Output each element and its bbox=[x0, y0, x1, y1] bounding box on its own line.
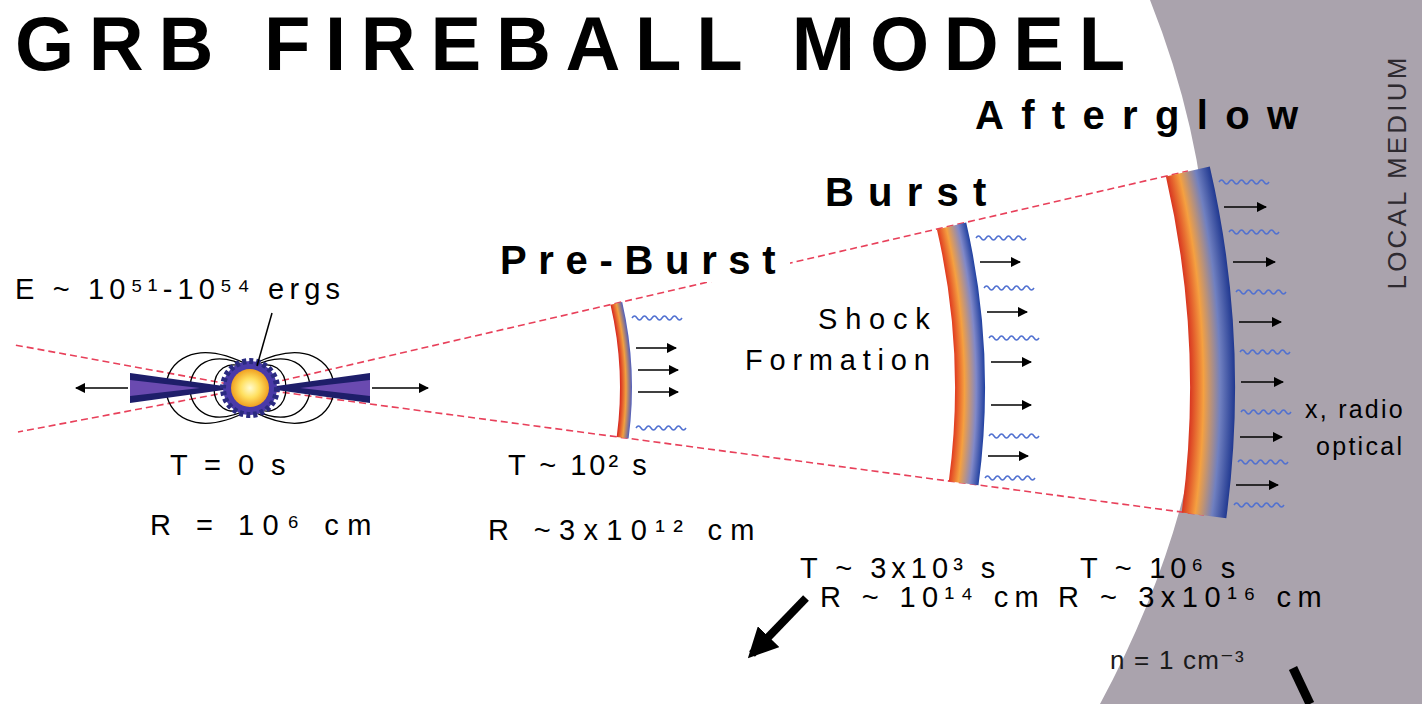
energy-label: E ~ 10⁵¹-10⁵⁴ ergs bbox=[15, 274, 345, 306]
afterglow-shell bbox=[1166, 166, 1235, 518]
motion-arrow bbox=[1236, 484, 1278, 486]
pointer-arrow bbox=[1293, 668, 1310, 704]
phase-label: Pre-Burst bbox=[497, 238, 790, 282]
motion-arrow bbox=[988, 455, 1028, 457]
radius-label: R = 10⁶ cm bbox=[150, 510, 380, 542]
jet-arrow bbox=[372, 387, 428, 389]
time-label: T = 0 s bbox=[170, 450, 290, 482]
cone-lines bbox=[15, 171, 1204, 515]
radius-label: R ~ 10¹⁴ cm bbox=[820, 582, 1045, 614]
pre-burst-shell bbox=[611, 302, 632, 438]
motion-arrow bbox=[980, 261, 1020, 263]
jet bbox=[300, 380, 370, 396]
radius-label: R ~3x10¹² cm bbox=[488, 515, 763, 547]
time-label: T ~ 3x10³ s bbox=[800, 553, 1000, 585]
photon-wave bbox=[632, 316, 686, 430]
time-label: T ~ 10² s bbox=[508, 450, 650, 482]
jet-arrow bbox=[76, 387, 128, 389]
region-label: LOCAL MEDIUM bbox=[1383, 55, 1412, 290]
burst-shell bbox=[937, 223, 985, 486]
cone-line bbox=[250, 171, 1188, 388]
time-label: T ~ 10⁶ s bbox=[1080, 553, 1240, 585]
density-label: n = 1 cm⁻³ bbox=[1110, 646, 1245, 675]
process-label: Shock bbox=[818, 304, 938, 336]
motion-arrow bbox=[1224, 206, 1266, 208]
motion-arrow bbox=[638, 391, 678, 393]
motion-arrow bbox=[987, 311, 1027, 313]
emission-label: optical bbox=[1316, 433, 1404, 461]
cone-line bbox=[250, 388, 1204, 515]
process-label: Formation bbox=[745, 345, 937, 377]
motion-arrow bbox=[636, 347, 676, 349]
motion-arrow bbox=[1240, 436, 1282, 438]
motion-arrow bbox=[638, 369, 678, 371]
motion-arrow bbox=[1241, 381, 1283, 383]
phase-label: Burst bbox=[825, 170, 1000, 214]
central-engine bbox=[231, 369, 269, 407]
diagram-title: GRB FIREBALL MODEL bbox=[15, 2, 1140, 86]
emission-label: x, radio bbox=[1305, 396, 1405, 424]
motion-arrow bbox=[1239, 321, 1281, 323]
central-engine-halo bbox=[223, 361, 277, 415]
photon-wave bbox=[1219, 180, 1291, 507]
pointer-arrow bbox=[752, 598, 806, 654]
radius-label: R ~ 3x10¹⁶ cm bbox=[1058, 582, 1328, 614]
motion-arrow bbox=[991, 404, 1031, 406]
jet bbox=[130, 380, 200, 396]
motion-arrow bbox=[1233, 261, 1275, 263]
leader-line bbox=[257, 313, 272, 366]
motion-arrow bbox=[991, 361, 1031, 363]
photon-wave bbox=[976, 236, 1039, 480]
phase-label: Afterglow bbox=[975, 93, 1315, 137]
